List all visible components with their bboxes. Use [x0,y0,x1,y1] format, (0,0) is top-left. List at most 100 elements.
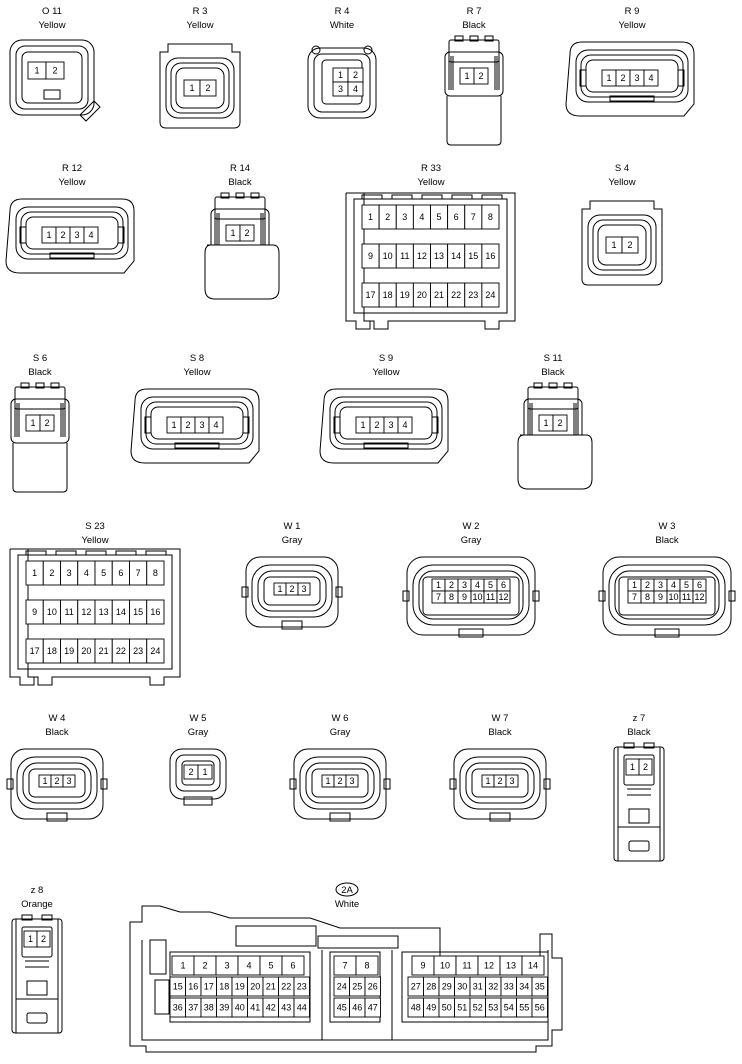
pin-number: 9 [368,251,373,261]
pin-number: 11 [462,961,471,971]
pin-number: 35 [535,982,545,992]
pin-number: 1 [277,584,282,594]
pin-number: 15 [133,607,143,617]
pin-number: 3 [509,776,514,786]
pin-number: 6 [290,961,295,971]
connector-color: Yellow [608,177,635,188]
pin-number: 20 [81,646,91,656]
pin-number: 1 [360,420,365,430]
pin-number: 8 [449,592,454,602]
connector-id: S 4 [615,163,629,174]
pin-number: 17 [366,290,376,300]
pin-number: 51 [457,1003,467,1013]
pin-number: 2 [449,580,454,590]
pin-number: 6 [454,212,459,222]
pin-number: 4 [648,73,653,83]
pin-number: 20 [417,290,427,300]
pin-number: 5 [684,580,689,590]
pin-number: 26 [368,982,378,992]
pin-number: 7 [632,592,637,602]
pin-number: 1 [189,83,194,93]
pin-number: 1 [32,568,37,578]
connector-id: S 11 [544,353,563,364]
connector-color: Black [45,727,68,738]
connector-id: W 4 [49,713,66,724]
connector-color: Yellow [183,367,210,378]
pin-number: 1 [436,580,441,590]
pin-number: 4 [419,212,424,222]
pin-number: 8 [153,568,158,578]
pin-number: 53 [488,1003,498,1013]
connector-id: W 3 [659,521,676,532]
pin-number: 7 [471,212,476,222]
pin-number: 19 [235,982,245,992]
pin-number: 18 [383,290,393,300]
pin-number: 2 [557,418,562,428]
connector-id: W 1 [284,521,301,532]
connector-color: Black [655,535,678,546]
pin-number: 2 [49,568,54,578]
pin-number: 1 [606,73,611,83]
connector-color: Gray [461,535,482,546]
pin-number: 21 [266,982,276,992]
pin-number: 55 [519,1003,529,1013]
connector-id: S 8 [190,353,204,364]
pin-number: 13 [434,251,444,261]
pin-number: 10 [472,592,482,602]
pin-number: 2 [643,762,648,772]
pin-number: 15 [468,251,478,261]
pin-number: 1 [485,776,490,786]
pin-number: 29 [442,982,452,992]
pin-number: 11 [486,592,495,602]
pin-number: 52 [473,1003,483,1013]
connector-id: O 11 [42,6,62,17]
pin-number: 6 [697,580,702,590]
pin-number: 9 [420,961,425,971]
pin-number: 14 [528,961,538,971]
pin-number: 1 [171,420,176,430]
pin-number: 10 [47,607,57,617]
connector-color: Black [541,367,564,378]
pin-number: 12 [417,251,427,261]
pin-number: 3 [301,584,306,594]
connector-id: W 6 [332,713,349,724]
connector-id-badge [335,882,359,897]
pin-number: 9 [658,592,663,602]
pin-number: 18 [219,982,229,992]
pin-number: 24 [150,646,160,656]
pin-number: 2 [52,66,57,76]
connector-id: R 4 [335,6,350,17]
pin-number: 16 [150,607,160,617]
pin-number: 13 [99,607,109,617]
pin-number: 10 [383,251,393,261]
pin-number: 2 [497,776,502,786]
pin-number: 2 [205,83,210,93]
pin-number: 2 [337,776,342,786]
pin-number: 1 [34,66,39,76]
pin-number: 1 [632,580,637,590]
pin-number: 10 [668,592,678,602]
pin-number: 4 [402,420,407,430]
pin-number: 3 [67,568,72,578]
pin-number: 4 [84,568,89,578]
pin-number: 2 [188,767,193,777]
pin-number: 4 [88,230,93,240]
pin-number: 4 [671,580,676,590]
pin-number: 27 [411,982,421,992]
pin-number: 7 [136,568,141,578]
pin-number: 22 [116,646,126,656]
pin-number: 24 [485,290,495,300]
connector-id: R 3 [193,6,208,17]
pin-number: 9 [32,607,37,617]
connector-id: R 7 [467,6,482,17]
pin-number: 2 [289,584,294,594]
pin-number: 3 [658,580,663,590]
pin-number: 23 [133,646,143,656]
